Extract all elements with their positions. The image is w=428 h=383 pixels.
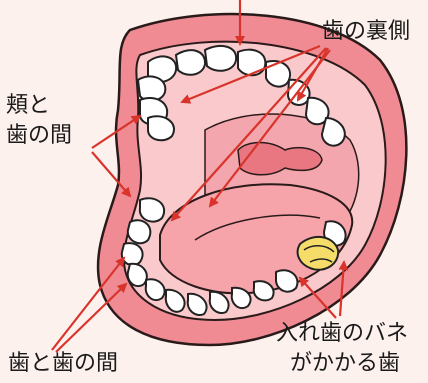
uvula: [237, 141, 323, 176]
arrows: [51, 0, 349, 353]
label-back-of-teeth: 歯の裏側: [322, 19, 411, 44]
arrow-between-1: [51, 256, 126, 351]
label-between-teeth: 歯と歯の間: [8, 351, 119, 376]
label-cheek-line1: 頬と: [6, 93, 51, 118]
denture-clasp-wire: [303, 245, 335, 263]
arrow-back-3: [170, 47, 327, 222]
lower-teeth: [120, 197, 347, 316]
arrow-back-1: [180, 44, 321, 104]
arrow-cheek-1: [91, 114, 142, 149]
label-clasp-line2: がかかる歯: [290, 351, 401, 376]
arrow-back-4: [208, 49, 331, 208]
label-cheek-line2: 歯の間: [6, 123, 73, 148]
denture-clasp-tooth: [296, 235, 340, 271]
arrow-clasp-1: [338, 260, 349, 317]
arrow-back-2: [297, 47, 329, 102]
label-clasp-line1: 入れ歯のバネ: [276, 321, 409, 346]
tongue-center-groove: [194, 214, 321, 241]
arrow-cheek-2: [91, 151, 132, 198]
arrow-clasp-2: [298, 276, 337, 319]
arrow-between-2: [55, 282, 128, 353]
